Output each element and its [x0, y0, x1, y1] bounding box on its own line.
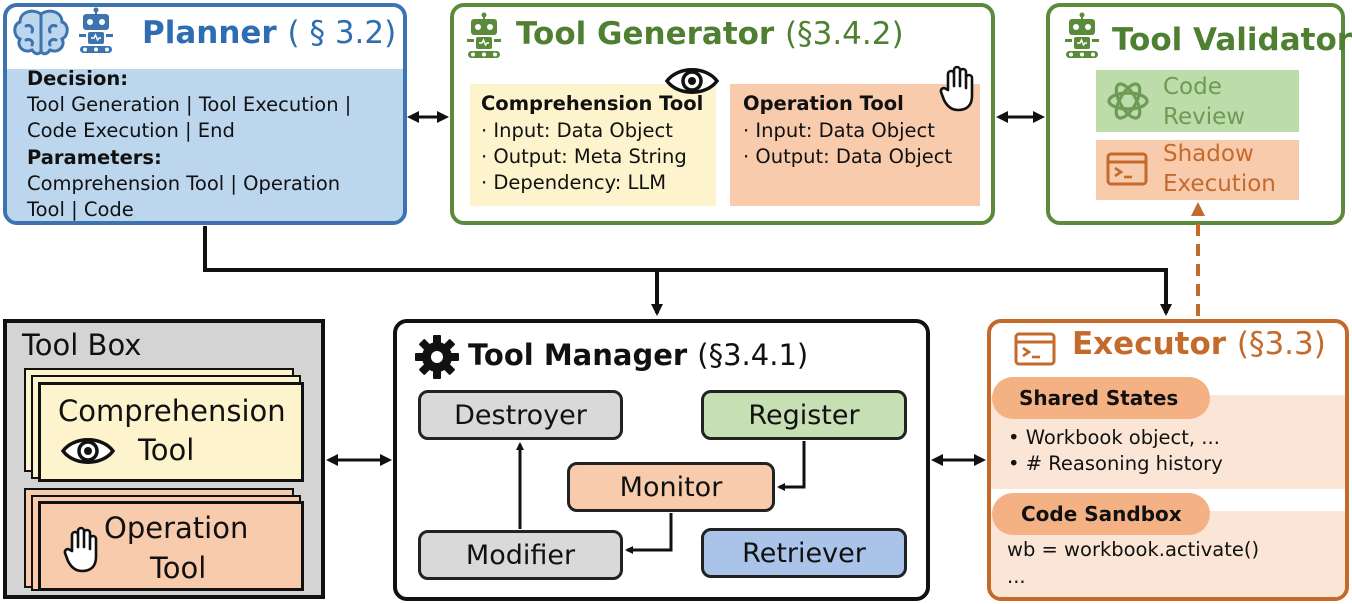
planner-section: ( § 3.2) — [287, 15, 397, 51]
comprehension-tool-card-front — [38, 382, 304, 482]
code-sandbox-line: wb = workbook.activate() — [1007, 538, 1260, 561]
robot-icon — [79, 7, 113, 53]
code-review-line-2: Review — [1163, 104, 1246, 130]
operation-tool-card — [730, 84, 980, 206]
tool-generator-title-row: Tool Generator (§3.4.2) — [516, 16, 904, 52]
shadow-execution-card — [1096, 140, 1299, 200]
shared-state-item: • Workbook object, ... — [1008, 426, 1220, 449]
toolbox-comprehension-line-1: Comprehension — [58, 394, 286, 428]
toolbox-operation-line-1: Operation — [104, 511, 249, 545]
comprehension-tool-title: Comprehension Tool — [481, 92, 704, 115]
tool-manager-section: (§3.4.1) — [697, 338, 809, 372]
planner-title: Planner — [142, 15, 277, 51]
retriever-node: Retriever — [701, 528, 907, 578]
code-sandbox-line: ... — [1007, 565, 1026, 588]
code-review-line-1: Code — [1163, 74, 1222, 100]
decision-line-1: Tool Generation | Tool Execution | — [27, 93, 352, 116]
planner-box — [3, 3, 407, 225]
executor-title-row: Executor (§3.3) — [1072, 326, 1326, 362]
shadow-execution-line-2: Execution — [1163, 171, 1276, 197]
parameters-line-2: Tool | Code — [27, 198, 134, 221]
tool-generator-title: Tool Generator — [516, 16, 775, 52]
comprehension-tool-card — [470, 84, 716, 206]
tool-manager-title: Tool Manager — [468, 338, 688, 372]
parameters-line-1: Comprehension Tool | Operation — [27, 172, 341, 195]
terminal-icon — [1014, 332, 1056, 366]
modifier-node: Modifier — [418, 530, 623, 580]
robot-icon — [1065, 12, 1099, 58]
register-monitor-arrow — [777, 441, 806, 491]
destroyer-node: Destroyer — [418, 390, 623, 440]
comprehension-input: · Input: Data Object — [481, 119, 673, 142]
decision-label: Decision: — [27, 67, 129, 90]
code-sandbox-label-pill — [992, 493, 1210, 535]
tool-validator-title: Tool Validator — [1112, 22, 1352, 58]
register-node: Register — [701, 390, 907, 440]
comprehension-output: · Output: Meta String — [481, 145, 687, 168]
shadow-execution-line-1: Shadow — [1163, 141, 1254, 167]
tool-manager-title-row: Tool Manager (§3.4.1) — [468, 338, 808, 372]
operation-input: · Input: Data Object — [743, 119, 935, 142]
decision-line-2: Code Execution | End — [27, 119, 235, 142]
robot-icon — [467, 12, 501, 58]
tool-generator-section: (§3.4.2) — [785, 16, 904, 52]
planner-body — [7, 69, 403, 221]
gear-icon — [415, 335, 459, 379]
tool-box-title: Tool Box — [22, 328, 142, 362]
operation-tool-title: Operation Tool — [743, 92, 904, 115]
monitor-modifier-arrow — [625, 513, 673, 554]
eye-icon — [664, 68, 720, 94]
shared-states-label: Shared States — [1019, 386, 1179, 410]
planner-title-row: Planner ( § 3.2) — [142, 15, 396, 51]
toolbox-comprehension-line-2: Tool — [138, 433, 195, 467]
executor-title: Executor — [1072, 326, 1227, 362]
operation-output: · Output: Data Object — [743, 145, 953, 168]
shared-states-label-pill — [992, 377, 1210, 419]
monitor-node: Monitor — [567, 462, 775, 512]
eye-icon — [60, 438, 116, 464]
shared-state-item: • # Reasoning history — [1008, 452, 1223, 475]
openai-knot-icon — [1107, 82, 1149, 120]
hand-icon — [939, 65, 974, 112]
brain-icon — [13, 9, 69, 56]
parameters-label: Parameters: — [27, 146, 162, 169]
executor-section: (§3.3) — [1236, 326, 1326, 362]
hand-icon — [63, 526, 98, 573]
toolbox-operation-line-2: Tool — [150, 551, 207, 585]
planner-dispatch-line — [203, 226, 1172, 316]
code-sandbox-label: Code Sandbox — [1021, 502, 1182, 526]
terminal-icon — [1106, 152, 1148, 186]
code-review-card — [1096, 70, 1299, 132]
comprehension-dependency: · Dependency: LLM — [481, 171, 667, 194]
